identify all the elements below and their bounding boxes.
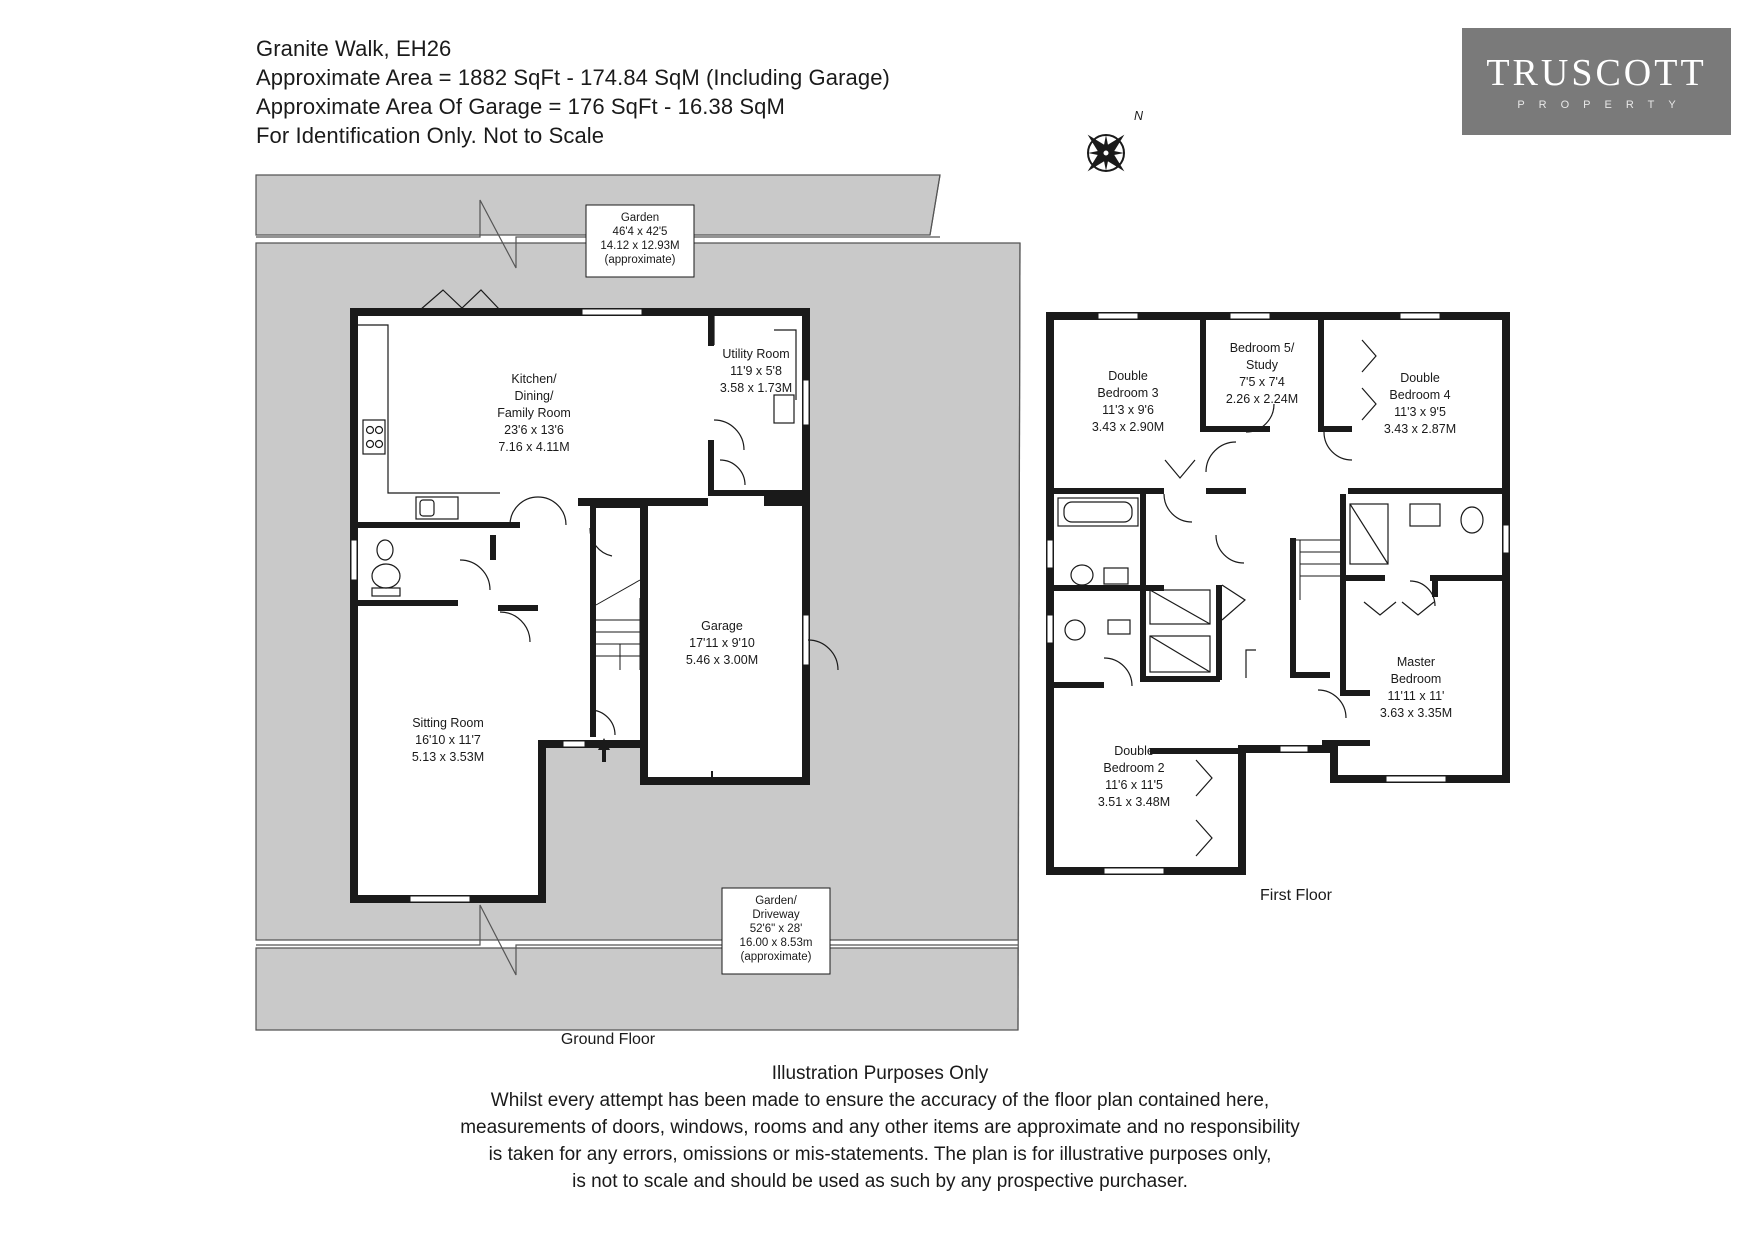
first-windows xyxy=(1046,312,1510,875)
svg-text:Bedroom 4: Bedroom 4 xyxy=(1389,388,1450,402)
svg-text:16.00 x 8.53m: 16.00 x 8.53m xyxy=(740,937,813,949)
svg-text:Dining/: Dining/ xyxy=(515,389,554,403)
svg-text:11'9 x 5'8: 11'9 x 5'8 xyxy=(730,364,782,378)
sitting-room-label: Sitting Room 16'10 x 11'7 5.13 x 3.53M xyxy=(412,716,484,764)
garage-label: Garage 17'11 x 9'10 5.46 x 3.00M xyxy=(686,619,758,667)
ground-doors xyxy=(419,289,839,736)
svg-text:3.43 x 2.90M: 3.43 x 2.90M xyxy=(1092,420,1164,434)
svg-text:Bedroom 2: Bedroom 2 xyxy=(1103,761,1164,775)
first-doors xyxy=(1103,339,1436,857)
first-floor-label: First Floor xyxy=(1260,887,1333,904)
disclaimer-line: Whilst every attempt has been made to en… xyxy=(490,1090,1270,1111)
svg-text:23'6 x 13'6: 23'6 x 13'6 xyxy=(504,423,564,437)
bedroom-2-label: Double Bedroom 2 11'6 x 11'5 3.51 x 3.48… xyxy=(1098,744,1170,809)
identification-note: For Identification Only. Not to Scale xyxy=(256,123,605,148)
svg-text:11'11 x 11': 11'11 x 11' xyxy=(1388,689,1445,703)
svg-text:16'10 x 11'7: 16'10 x 11'7 xyxy=(415,733,481,747)
svg-text:Double: Double xyxy=(1108,369,1148,383)
disclaimer-line: is taken for any errors, omissions or mi… xyxy=(488,1144,1272,1165)
entrance-arrow-icon xyxy=(598,738,610,762)
garden-bottom-label: Garden/ Driveway 52'6" x 28' 16.00 x 8.5… xyxy=(721,887,831,975)
toilet-icon xyxy=(371,539,401,597)
svg-text:Sitting Room: Sitting Room xyxy=(412,716,484,730)
svg-text:Utility Room: Utility Room xyxy=(722,347,789,361)
svg-text:Garden/: Garden/ xyxy=(755,895,797,907)
disclaimer-line: is not to scale and should be used as su… xyxy=(572,1171,1188,1192)
svg-text:Garage: Garage xyxy=(701,619,743,633)
disclaimer-title: Illustration Purposes Only xyxy=(771,1063,989,1084)
compass-icon: N xyxy=(1087,109,1144,172)
truscott-logo[interactable]: TRUSCOTT PROPERTY xyxy=(1462,28,1731,135)
svg-text:Bedroom 3: Bedroom 3 xyxy=(1097,386,1158,400)
svg-text:Double: Double xyxy=(1400,371,1440,385)
master-bedroom-label: Master Bedroom 11'11 x 11' 3.63 x 3.35M xyxy=(1380,655,1452,720)
total-area: Approximate Area = 1882 SqFt - 174.84 Sq… xyxy=(256,65,890,90)
ground-floor-label: Ground Floor xyxy=(561,1031,656,1048)
kitchen-counters xyxy=(358,324,797,520)
svg-text:3.58 x 1.73M: 3.58 x 1.73M xyxy=(720,381,792,395)
disclaimer: Illustration Purposes Only Whilst every … xyxy=(300,1060,1460,1195)
first-stairs xyxy=(1290,539,1340,600)
svg-text:(approximate): (approximate) xyxy=(605,254,676,266)
svg-text:52'6" x 28': 52'6" x 28' xyxy=(750,923,803,935)
svg-text:46'4 x 42'5: 46'4 x 42'5 xyxy=(613,226,668,238)
disclaimer-line: measurements of doors, windows, rooms an… xyxy=(460,1117,1300,1138)
garden-bottom-strip xyxy=(255,947,1019,1031)
garage-area: Approximate Area Of Garage = 176 SqFt - … xyxy=(256,94,785,119)
svg-text:(approximate): (approximate) xyxy=(741,951,812,963)
bedroom-3-label: Double Bedroom 3 11'3 x 9'6 3.43 x 2.90M xyxy=(1092,369,1164,434)
bedroom-4-label: Double Bedroom 4 11'3 x 9'5 3.43 x 2.87M xyxy=(1384,371,1456,436)
utility-label: Utility Room 11'9 x 5'8 3.58 x 1.73M xyxy=(720,347,792,395)
svg-text:11'3 x 9'5: 11'3 x 9'5 xyxy=(1394,405,1446,419)
svg-text:3.51 x 3.48M: 3.51 x 3.48M xyxy=(1098,795,1170,809)
svg-text:2.26 x 2.24M: 2.26 x 2.24M xyxy=(1226,392,1298,406)
bathroom-fixtures xyxy=(1057,497,1484,673)
svg-text:5.13 x 3.53M: 5.13 x 3.53M xyxy=(412,750,484,764)
svg-text:11'6 x 11'5: 11'6 x 11'5 xyxy=(1105,778,1163,792)
svg-text:3.43 x 2.87M: 3.43 x 2.87M xyxy=(1384,422,1456,436)
svg-text:14.12 x 12.93M: 14.12 x 12.93M xyxy=(600,240,679,252)
svg-text:Kitchen/: Kitchen/ xyxy=(511,372,557,386)
garden-top-label: Garden 46'4 x 42'5 14.12 x 12.93M (appro… xyxy=(585,204,695,278)
svg-text:Double: Double xyxy=(1114,744,1154,758)
svg-text:Bedroom 5/: Bedroom 5/ xyxy=(1230,341,1295,355)
svg-text:17'11 x 9'10: 17'11 x 9'10 xyxy=(689,636,755,650)
svg-text:Study: Study xyxy=(1246,358,1279,372)
logo-subtitle: PROPERTY xyxy=(1517,98,1690,111)
compass-north-label: N xyxy=(1134,109,1144,123)
svg-text:7.16 x 4.11M: 7.16 x 4.11M xyxy=(498,440,569,454)
svg-text:5.46 x 3.00M: 5.46 x 3.00M xyxy=(686,653,758,667)
svg-text:Family Room: Family Room xyxy=(497,406,571,420)
svg-text:Driveway: Driveway xyxy=(752,909,800,921)
property-title: Granite Walk, EH26 xyxy=(256,36,452,61)
bedroom-5-label: Bedroom 5/ Study 7'5 x 7'4 2.26 x 2.24M xyxy=(1226,341,1298,406)
svg-text:11'3 x 9'6: 11'3 x 9'6 xyxy=(1102,403,1154,417)
svg-text:7'5 x 7'4: 7'5 x 7'4 xyxy=(1239,375,1285,389)
svg-text:Bedroom: Bedroom xyxy=(1391,672,1442,686)
svg-text:Garden: Garden xyxy=(621,212,659,224)
svg-text:3.63 x 3.35M: 3.63 x 3.35M xyxy=(1380,706,1452,720)
ground-stairs xyxy=(595,579,641,670)
svg-text:Master: Master xyxy=(1397,655,1435,669)
header: Granite Walk, EH26 Approximate Area = 18… xyxy=(256,34,890,150)
logo-brand: TRUSCOTT xyxy=(1486,51,1707,94)
kitchen-label: Kitchen/ Dining/ Family Room 23'6 x 13'6… xyxy=(497,372,571,454)
